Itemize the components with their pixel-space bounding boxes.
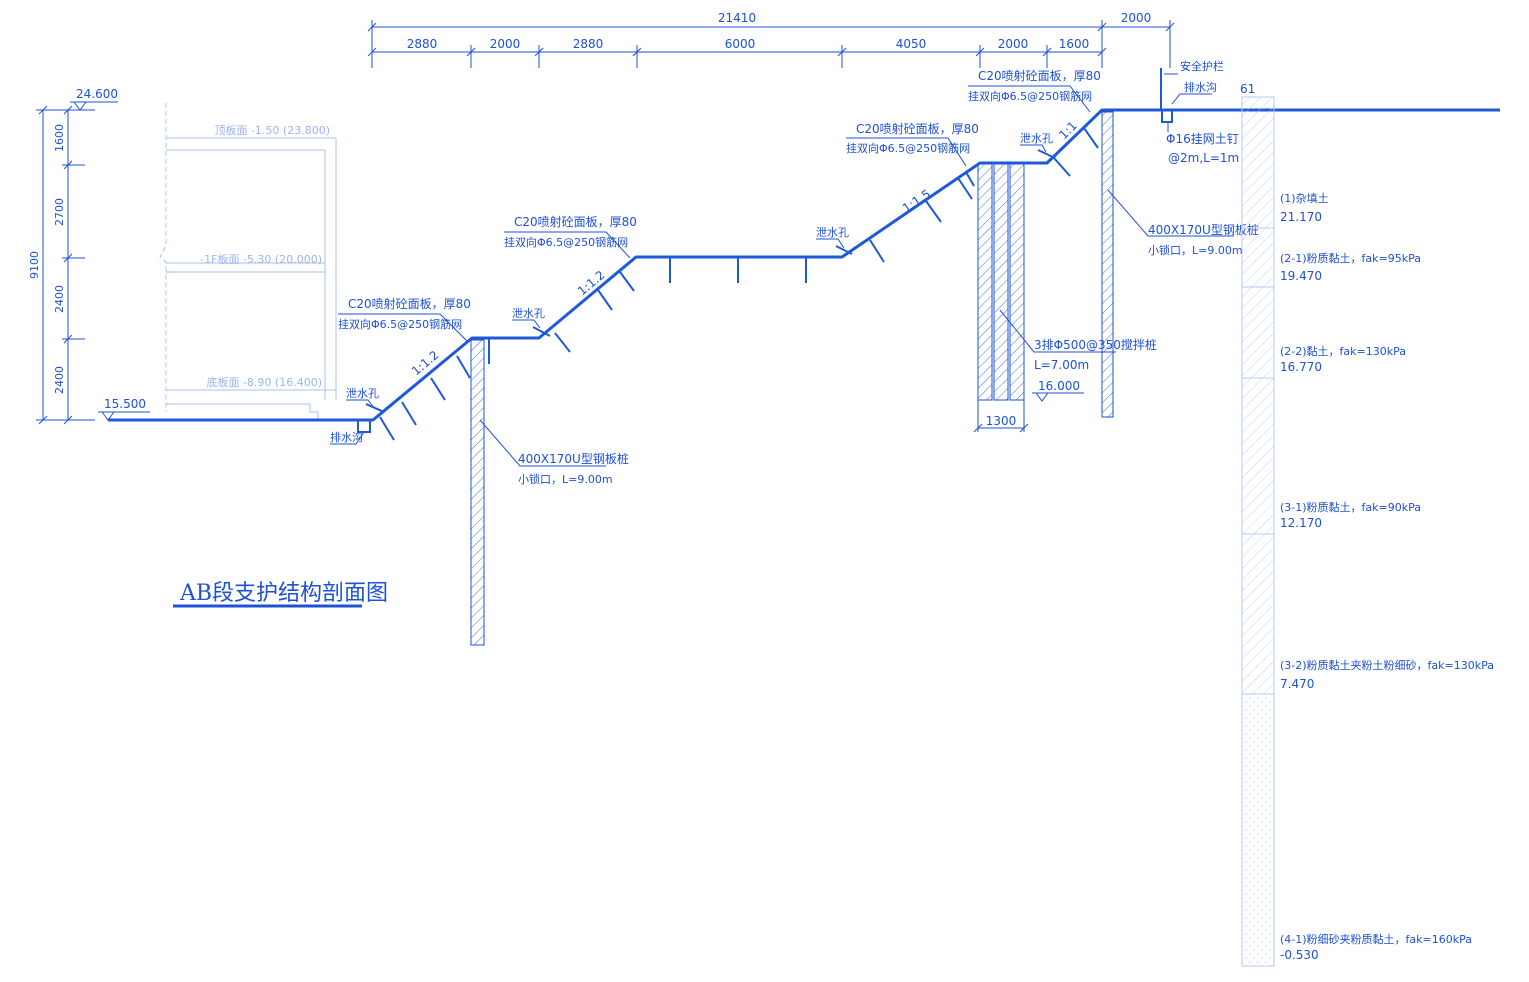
svg-text:C20喷射砼面板，厚80: C20喷射砼面板，厚80 bbox=[348, 296, 471, 311]
slope-label-4: 1:1 bbox=[1056, 119, 1080, 143]
svg-text:L=7.00m: L=7.00m bbox=[1034, 358, 1089, 372]
overall-dimension-text: 21410 bbox=[718, 11, 756, 25]
elevation-top-text: 24.600 bbox=[76, 87, 118, 101]
segment-dimension-6: 2000 bbox=[998, 37, 1029, 51]
shotcrete-note-3: C20喷射砼面板，厚80 挂双向Φ6.5@250钢筋网 bbox=[846, 121, 979, 167]
drain-hole-label-4: 泄水孔 bbox=[1020, 132, 1053, 145]
elevation-bottom-text: 15.500 bbox=[104, 397, 146, 411]
borehole-layer-labels: (1)杂填土 21.170 (2-1)粉质黏土，fak=95kPa 19.470… bbox=[1280, 191, 1494, 962]
top-dimension-segments: 2880 2000 2880 6000 4050 2000 1600 bbox=[367, 37, 1107, 68]
layer-4-name: (3-1)粉质黏土，fak=90kPa bbox=[1280, 500, 1421, 514]
sheet-pile-right-label: 400X170U型钢板桩 小锁口，L=9.00m bbox=[1107, 189, 1259, 257]
soil-nails bbox=[379, 127, 1099, 441]
right-dimension-text: 2000 bbox=[1121, 11, 1152, 25]
svg-text:挂双向Φ6.5@250钢筋网: 挂双向Φ6.5@250钢筋网 bbox=[846, 141, 970, 155]
drain-hole-label-1: 泄水孔 bbox=[346, 387, 379, 400]
svg-text:挂双向Φ6.5@250钢筋网: 挂双向Φ6.5@250钢筋网 bbox=[968, 89, 1092, 103]
drain-hole-label-3: 泄水孔 bbox=[816, 226, 849, 239]
drain-hole-leader-1 bbox=[346, 399, 375, 409]
svg-text:400X170U型钢板桩: 400X170U型钢板桩 bbox=[1148, 222, 1259, 237]
sheet-pile-right bbox=[1101, 111, 1114, 418]
elevation-marker-mixing: 16.000 bbox=[1032, 379, 1084, 402]
guardrail-label: 安全护栏 bbox=[1164, 59, 1224, 75]
soil-nail-note: Φ16挂网土钉 @2m,L=1m bbox=[1166, 122, 1239, 165]
shotcrete-note-2: C20喷射砼面板，厚80 挂双向Φ6.5@250钢筋网 bbox=[504, 214, 637, 259]
elevation-marker-top: 24.600 bbox=[70, 87, 118, 111]
depth-segment-4: 2400 bbox=[53, 366, 66, 394]
building-level-1f: -1F板面 -5.30 (20.000) bbox=[200, 252, 322, 266]
drain-hole-leader-3 bbox=[816, 238, 845, 249]
layer-1-bottom: 21.170 bbox=[1280, 210, 1322, 224]
top-dimension-overall: 21410 2000 bbox=[367, 11, 1175, 68]
elevation-marker-bottom: 15.500 bbox=[98, 397, 150, 421]
svg-text:Φ16挂网土钉: Φ16挂网土钉 bbox=[1166, 132, 1239, 146]
total-depth-text: 9100 bbox=[28, 251, 41, 279]
svg-text:小锁口，L=9.00m: 小锁口，L=9.00m bbox=[1148, 243, 1243, 257]
svg-text:挂双向Φ6.5@250钢筋网: 挂双向Φ6.5@250钢筋网 bbox=[338, 317, 462, 331]
sheet-pile-left bbox=[470, 339, 485, 646]
layer-2-name: (2-1)粉质黏土，fak=95kPa bbox=[1280, 251, 1421, 265]
svg-text:安全护栏: 安全护栏 bbox=[1180, 59, 1224, 73]
drain-hole-leader-4 bbox=[1020, 144, 1047, 153]
shotcrete-note-1: C20喷射砼面板，厚80 挂双向Φ6.5@250钢筋网 bbox=[338, 296, 471, 343]
borehole-column: 61 bbox=[1240, 82, 1275, 967]
drawing-title: AB段支护结构剖面图 bbox=[173, 581, 388, 608]
svg-text:排水沟: 排水沟 bbox=[330, 430, 363, 444]
borehole-id: 61 bbox=[1240, 82, 1255, 96]
svg-text:3排Φ500@350搅拌桩: 3排Φ500@350搅拌桩 bbox=[1034, 337, 1157, 352]
segment-dimension-5: 4050 bbox=[896, 37, 927, 51]
segment-dimension-7: 1600 bbox=[1059, 37, 1090, 51]
drain-ditch-top bbox=[1161, 110, 1173, 123]
svg-text:@2m,L=1m: @2m,L=1m bbox=[1168, 151, 1239, 165]
svg-text:排水沟: 排水沟 bbox=[1184, 80, 1217, 94]
layer-1-name: (1)杂填土 bbox=[1280, 191, 1329, 205]
drain-hole-leader-2 bbox=[512, 319, 541, 329]
drain-ditch-label-bottom: 排水沟 bbox=[330, 430, 365, 445]
shotcrete-note-4: C20喷射砼面板，厚80 挂双向Φ6.5@250钢筋网 bbox=[968, 68, 1101, 113]
layer-6-bottom: -0.530 bbox=[1280, 948, 1319, 962]
svg-text:400X170U型钢板桩: 400X170U型钢板桩 bbox=[518, 451, 629, 466]
layer-5-name: (3-2)粉质黏土夹粉土粉细砂，fak=130kPa bbox=[1280, 658, 1494, 672]
segment-dimension-3: 2880 bbox=[573, 37, 604, 51]
layer-6-name: (4-1)粉细砂夹粉质黏土，fak=160kPa bbox=[1280, 932, 1472, 946]
mixing-pile-label: 3排Φ500@350搅拌桩 L=7.00m bbox=[999, 309, 1157, 372]
svg-text:AB段支护结构剖面图: AB段支护结构剖面图 bbox=[179, 581, 388, 606]
building-outline: 顶板面 -1.50 (23.800) -1F板面 -5.30 (20.000) … bbox=[159, 103, 337, 420]
slope-label-3: 1:1.5 bbox=[900, 187, 933, 216]
mixing-pile-group: 1300 bbox=[973, 162, 1029, 433]
layer-3-bottom: 16.770 bbox=[1280, 360, 1322, 374]
depth-segment-3: 2400 bbox=[53, 285, 66, 313]
layer-3-name: (2-2)黏土，fak=130kPa bbox=[1280, 344, 1406, 358]
svg-text:C20喷射砼面板，厚80: C20喷射砼面板，厚80 bbox=[978, 68, 1101, 83]
drain-ditch-label-top: 排水沟 bbox=[1171, 80, 1217, 105]
depth-segment-1: 1600 bbox=[53, 124, 66, 152]
svg-text:挂双向Φ6.5@250钢筋网: 挂双向Φ6.5@250钢筋网 bbox=[504, 235, 628, 249]
building-level-bottom: 底板面 -8.90 (16.400) bbox=[206, 375, 322, 389]
segment-dimension-1: 2880 bbox=[407, 37, 438, 51]
slope-label-1: 1:1.2 bbox=[409, 348, 442, 379]
building-level-roof: 顶板面 -1.50 (23.800) bbox=[214, 123, 330, 137]
svg-text:C20喷射砼面板，厚80: C20喷射砼面板，厚80 bbox=[856, 121, 979, 136]
depth-segment-2: 2700 bbox=[53, 198, 66, 226]
mixing-pile-width: 1300 bbox=[986, 414, 1017, 428]
layer-2-bottom: 19.470 bbox=[1280, 269, 1322, 283]
drain-hole-markers bbox=[365, 149, 1056, 413]
svg-text:小锁口，L=9.00m: 小锁口，L=9.00m bbox=[518, 472, 613, 486]
drain-hole-label-2: 泄水孔 bbox=[512, 307, 545, 320]
segment-dimension-2: 2000 bbox=[490, 37, 521, 51]
sheet-pile-left-label: 400X170U型钢板桩 小锁口，L=9.00m bbox=[479, 419, 629, 486]
left-dimension-chain: 9100 1600 2700 2400 2400 bbox=[28, 105, 95, 425]
layer-5-bottom: 7.470 bbox=[1280, 677, 1314, 691]
layer-4-bottom: 12.170 bbox=[1280, 516, 1322, 530]
segment-dimension-4: 6000 bbox=[725, 37, 756, 51]
svg-text:C20喷射砼面板，厚80: C20喷射砼面板，厚80 bbox=[514, 214, 637, 229]
svg-text:16.000: 16.000 bbox=[1038, 379, 1080, 393]
